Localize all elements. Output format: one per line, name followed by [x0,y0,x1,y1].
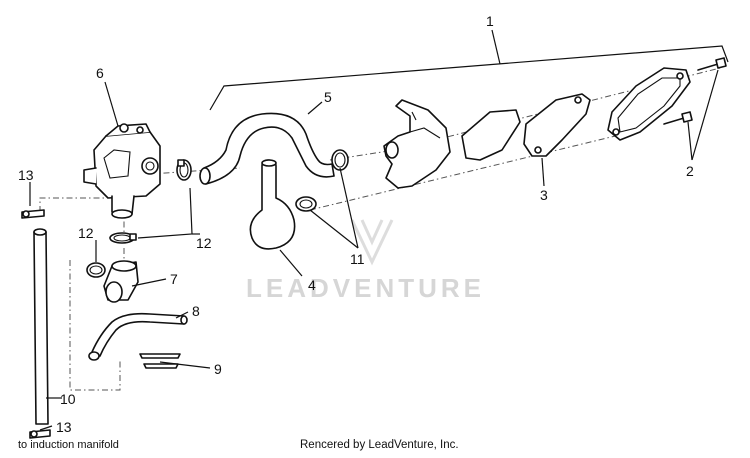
render-credit-footer: Rencered by LeadVenture, Inc. [300,439,459,451]
callout-3: 3 [540,187,548,203]
callout-7: 7 [170,271,178,287]
callout-2: 2 [686,163,694,179]
check-valve-housing [383,99,451,189]
callout-13-lower: 13 [56,419,72,435]
gasket-part-3 [523,93,591,157]
air-valve-part-6 [83,123,161,219]
callout-9: 9 [214,361,222,377]
callout-12-elbow: 12 [78,225,94,241]
gasket-part-9 [139,353,181,369]
callout-1: 1 [486,13,494,29]
bolt-part-2-upper [697,57,727,71]
hose-part-5 [199,112,335,185]
callout-13-upper: 13 [18,167,34,183]
hose-clamp-part-11-upper [331,149,349,171]
hose-clamp-part-12-elbow [86,262,106,278]
callout-labels: 1 2 3 4 5 6 7 8 9 10 11 12 12 13 13 [18,13,694,435]
hose-part-4 [249,159,296,250]
to-induction-manifold-note: to induction manifold [18,439,119,451]
cover-plate [607,67,691,141]
callout-10: 10 [60,391,76,407]
elbow-part-7 [103,260,139,303]
clip-part-13-upper [21,209,45,219]
leader-lines [29,69,719,431]
watermark-text: LEADVENTURE [246,273,485,303]
callout-8: 8 [192,303,200,319]
callout-12-clamp: 12 [196,235,212,251]
hose-clamp-part-11-lower [295,196,317,212]
hose-part-10 [33,228,49,425]
pipe-part-8 [88,312,188,361]
hose-clamp-part-12-upper [176,159,192,181]
reed-plate [461,109,521,161]
callout-11: 11 [350,251,365,267]
bolt-part-2-lower [663,111,693,125]
clip-part-13-lower [29,429,51,439]
assembly-bracket [209,29,729,111]
leadventure-watermark: LEADVENTURE [246,219,485,303]
callout-5: 5 [324,89,332,105]
hose-clamp-part-12-lower [109,232,137,244]
callout-6: 6 [96,65,104,81]
callout-4: 4 [308,277,316,293]
